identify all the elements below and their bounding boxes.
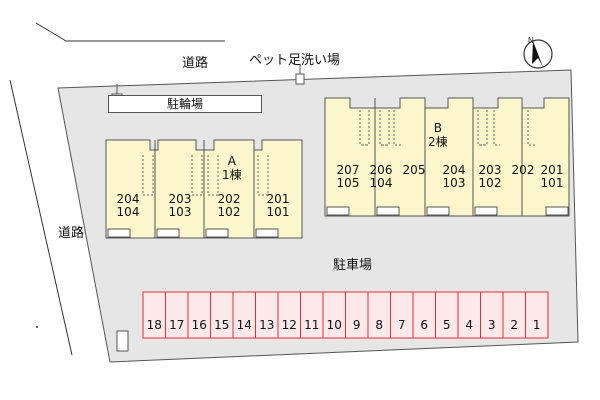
bicycle-parking: 駐輪場 xyxy=(108,95,262,113)
unit-b1: 207 105 xyxy=(330,164,366,190)
unit-upper: 204 xyxy=(442,163,466,177)
unit-lower: 101 xyxy=(540,176,564,190)
unit-lower: 101 xyxy=(266,205,290,219)
building-a-label: A 1棟 xyxy=(222,154,242,182)
parking-stall-number: 2 xyxy=(510,318,519,332)
parking-label: 駐車場 xyxy=(333,258,373,273)
unit-lower: 105 xyxy=(336,176,360,190)
unit-a4: 201 101 xyxy=(260,193,296,219)
unit-b3: 205 xyxy=(396,164,432,177)
unit-lower: 103 xyxy=(442,176,466,190)
unit-b2: 206 104 xyxy=(363,164,399,190)
unit-a2: 203 103 xyxy=(162,193,198,219)
stray-dot xyxy=(36,326,38,328)
building-a-name: A xyxy=(227,154,236,168)
parking-stall-number: 7 xyxy=(397,318,406,332)
parking-stall-number: 6 xyxy=(420,318,429,332)
parking-stall-number: 10 xyxy=(326,318,342,332)
building-a-floors: 1棟 xyxy=(222,168,242,182)
road-edge-line xyxy=(9,79,73,356)
pet-wash-label: ペット足洗い場 xyxy=(249,53,341,68)
unit-a1: 204 104 xyxy=(110,193,146,219)
parking-stall-number: 4 xyxy=(465,318,474,332)
unit-b5: 203 102 xyxy=(472,164,508,190)
unit-b4: 204 103 xyxy=(436,164,472,190)
unit-upper: 202 xyxy=(511,163,535,177)
unit-lower: 104 xyxy=(116,205,140,219)
parking-stall-number: 18 xyxy=(146,318,162,332)
building-b-label: B 2棟 xyxy=(428,121,448,149)
unit-upper: 207 xyxy=(336,163,360,177)
building-a xyxy=(105,139,303,239)
parking-stall xyxy=(525,291,549,339)
unit-upper: 206 xyxy=(369,163,393,177)
compass-letter: N xyxy=(528,36,534,45)
unit-upper: 204 xyxy=(116,192,140,206)
building-b-name: B xyxy=(433,121,442,135)
unit-upper: 203 xyxy=(478,163,502,177)
road-edge-line xyxy=(35,22,67,42)
unit-lower: 102 xyxy=(478,176,502,190)
unit-a3: 202 102 xyxy=(211,193,247,219)
parking-stall-number: 5 xyxy=(442,318,451,332)
unit-upper: 201 xyxy=(540,163,564,177)
parking-stall-number: 3 xyxy=(487,318,496,332)
unit-upper: 205 xyxy=(402,163,426,177)
unit-upper: 203 xyxy=(168,192,192,206)
parking-stall-number: 8 xyxy=(375,318,384,332)
unit-b7: 201 101 xyxy=(534,164,570,190)
parking-stall-number: 14 xyxy=(236,318,252,332)
parking-stall-number: 1 xyxy=(532,318,541,332)
pet-wash-station xyxy=(295,73,305,85)
building-b-floors: 2棟 xyxy=(428,135,448,149)
north-arrow-icon: N xyxy=(523,36,553,69)
parking-stall-number: 17 xyxy=(169,318,185,332)
unit-lower: 102 xyxy=(217,205,241,219)
parking-stall-number: 13 xyxy=(259,318,275,332)
parking-stall-number: 15 xyxy=(214,318,230,332)
parking-stalls xyxy=(142,291,549,339)
unit-upper: 202 xyxy=(217,192,241,206)
utility-box xyxy=(116,330,129,352)
parking-stall-number: 11 xyxy=(304,318,320,332)
unit-upper: 201 xyxy=(266,192,290,206)
road-label-left: 道路 xyxy=(58,226,85,241)
unit-b6: 202 xyxy=(505,164,541,177)
parking-stall-number: 9 xyxy=(352,318,361,332)
parking-stall-number: 12 xyxy=(281,318,297,332)
unit-lower: 103 xyxy=(168,205,192,219)
parking-stall-number: 16 xyxy=(191,318,207,332)
building-b xyxy=(324,97,570,217)
unit-lower: 104 xyxy=(369,176,393,190)
road-label-top: 道路 xyxy=(182,56,209,71)
